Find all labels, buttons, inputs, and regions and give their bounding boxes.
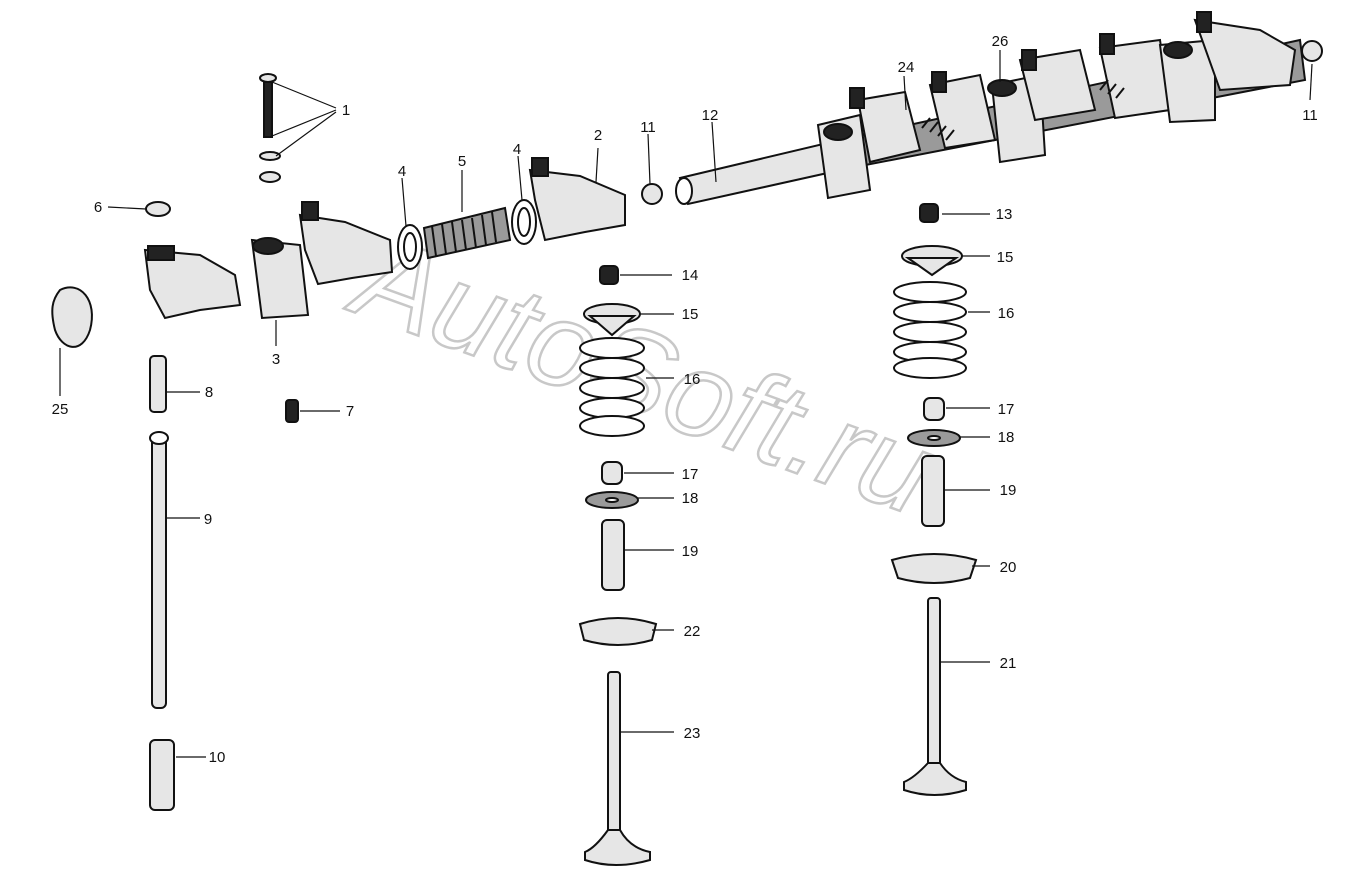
nut-6 bbox=[145, 201, 171, 217]
rocker-arm-middle bbox=[298, 201, 394, 286]
callout-11-right: 11 bbox=[1302, 107, 1318, 124]
washer-18-left bbox=[585, 491, 639, 509]
plug-11-right bbox=[1301, 40, 1323, 62]
callout-1: 1 bbox=[342, 102, 350, 119]
retainer-15-right bbox=[901, 245, 963, 277]
guide-19-right bbox=[921, 455, 945, 527]
callout-11-left: 11 bbox=[640, 119, 656, 136]
cotter-13 bbox=[919, 203, 939, 223]
retainer-15-left bbox=[583, 303, 641, 337]
callout-23: 23 bbox=[684, 725, 701, 742]
plug-11-left bbox=[641, 183, 663, 205]
callout-16-right: 16 bbox=[998, 305, 1015, 322]
bracket-3 bbox=[250, 237, 310, 320]
callout-14: 14 bbox=[682, 267, 699, 284]
guide-19-left bbox=[601, 519, 625, 591]
spring-5 bbox=[422, 206, 512, 260]
callout-2: 2 bbox=[594, 127, 602, 144]
plug-7 bbox=[285, 399, 299, 423]
callout-21: 21 bbox=[1000, 655, 1017, 672]
clip-25 bbox=[51, 286, 93, 348]
washer-4-right bbox=[511, 199, 537, 245]
washer-4-left bbox=[397, 224, 423, 270]
leader-lines bbox=[59, 50, 1313, 758]
valve-21 bbox=[903, 597, 967, 796]
callout-18-right: 18 bbox=[998, 429, 1015, 446]
washer-18-right bbox=[907, 429, 961, 447]
callout-12: 12 bbox=[702, 107, 719, 124]
callout-20: 20 bbox=[1000, 559, 1017, 576]
callout-25: 25 bbox=[52, 401, 69, 418]
callout-6: 6 bbox=[94, 199, 102, 216]
tappet-10 bbox=[149, 739, 175, 811]
callout-19-right: 19 bbox=[1000, 482, 1017, 499]
callout-10: 10 bbox=[209, 749, 226, 766]
callout-3: 3 bbox=[272, 351, 280, 368]
seat-20 bbox=[890, 553, 978, 584]
cotter-14 bbox=[599, 265, 619, 285]
callout-19-left: 19 bbox=[682, 543, 699, 560]
callout-18-left: 18 bbox=[682, 490, 699, 507]
seat-22 bbox=[578, 617, 658, 646]
rocker-arm-left bbox=[143, 245, 242, 320]
rocker-assembly-right bbox=[816, 11, 1307, 200]
callout-8: 8 bbox=[205, 384, 213, 401]
callout-13: 13 bbox=[996, 206, 1013, 223]
callout-9: 9 bbox=[204, 511, 212, 528]
callout-17-right: 17 bbox=[998, 401, 1015, 418]
spring-16-left bbox=[579, 337, 645, 437]
callout-17-left: 17 bbox=[682, 466, 699, 483]
spring-16-right bbox=[893, 281, 967, 379]
callout-7: 7 bbox=[346, 403, 354, 420]
seal-17-right bbox=[923, 397, 945, 421]
callout-24: 24 bbox=[898, 59, 915, 76]
pin-8 bbox=[149, 355, 167, 413]
callout-4-left: 4 bbox=[398, 163, 406, 180]
callout-16-left: 16 bbox=[684, 371, 701, 388]
pushrod-9 bbox=[149, 431, 169, 709]
bolt-1 bbox=[259, 73, 281, 183]
callout-5: 5 bbox=[458, 153, 466, 170]
callout-22: 22 bbox=[684, 623, 701, 640]
callout-labels: 1 2 3 4 4 5 6 7 8 9 10 11 11 12 13 14 15… bbox=[52, 33, 1318, 766]
callout-15-left: 15 bbox=[682, 306, 699, 323]
callout-4-right: 4 bbox=[513, 141, 521, 158]
valve-23 bbox=[584, 671, 651, 866]
rocker-arm-2 bbox=[528, 157, 626, 242]
seal-17-left bbox=[601, 461, 623, 485]
callout-15-right: 15 bbox=[997, 249, 1014, 266]
callout-26: 26 bbox=[992, 33, 1009, 50]
